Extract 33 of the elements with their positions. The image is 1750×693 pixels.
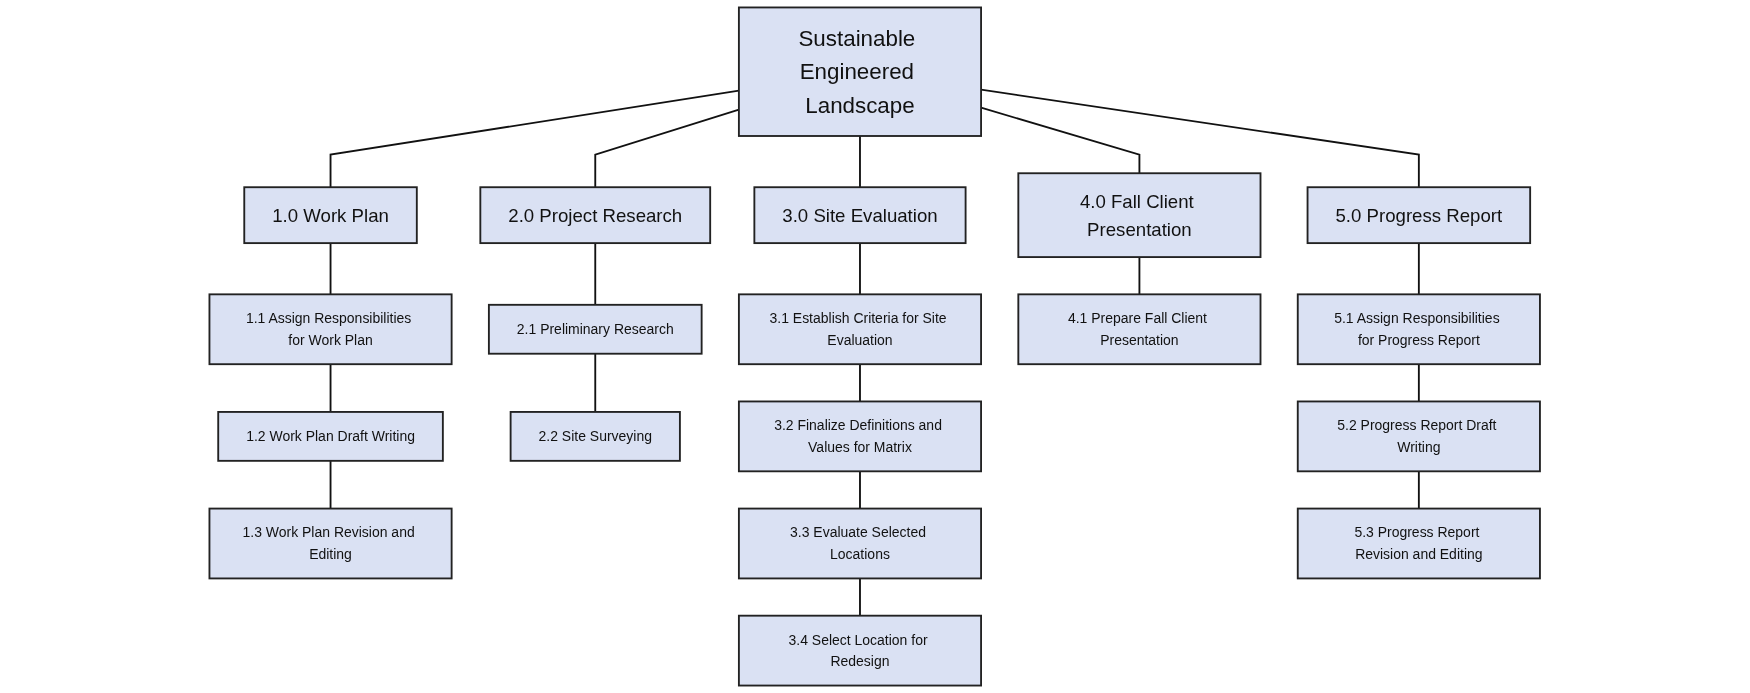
connector [1418, 363, 1421, 403]
node-box: 4.1 Prepare Fall Client Presentation [1017, 293, 1262, 366]
connector [859, 470, 862, 510]
connector [859, 363, 862, 403]
node-box: 2.0 Project Research [479, 186, 712, 245]
node-box: 3.4 Select Location for Redesign [738, 614, 983, 687]
node-box: 5.3 Progress Report Revision and Editing [1297, 507, 1542, 580]
node-box: 5.0 Progress Report [1306, 186, 1532, 245]
node-box: 1.1 Assign Responsibilities for Work Plan [208, 293, 453, 366]
connector [594, 242, 597, 306]
connector [859, 577, 862, 617]
connector [329, 242, 332, 296]
connector [594, 352, 597, 413]
connector [1418, 242, 1421, 296]
node-box: 1.3 Work Plan Revision and Editing [208, 507, 453, 580]
node-box: 1.0 Work Plan [243, 186, 419, 245]
connector [859, 135, 862, 189]
connector [1418, 470, 1421, 510]
node-box: 2.1 Preliminary Research [488, 303, 703, 355]
node-box: 3.1 Establish Criteria for Site Evaluation [738, 293, 983, 366]
connector [859, 242, 862, 296]
node-box: 3.2 Finalize Definitions and Values for Matrix [738, 400, 983, 473]
node-box: 3.3 Evaluate Selected Locations [738, 507, 983, 580]
node-box: 4.0 Fall Client Presentation [1017, 172, 1262, 258]
node-box: 2.2 Site Surveying [510, 411, 682, 462]
node-box: 5.1 Assign Responsibilities for Progress Report [1297, 293, 1542, 366]
node-box: 1.2 Work Plan Draft Writing [217, 411, 445, 462]
connector [1138, 256, 1141, 296]
node-box: Sustainable Engineered Landscape [738, 6, 983, 137]
node-box: 3.0 Site Evaluation [753, 186, 967, 245]
connector [329, 363, 332, 413]
connector [329, 459, 332, 510]
node-box: 5.2 Progress Report Draft Writing [1297, 400, 1542, 473]
